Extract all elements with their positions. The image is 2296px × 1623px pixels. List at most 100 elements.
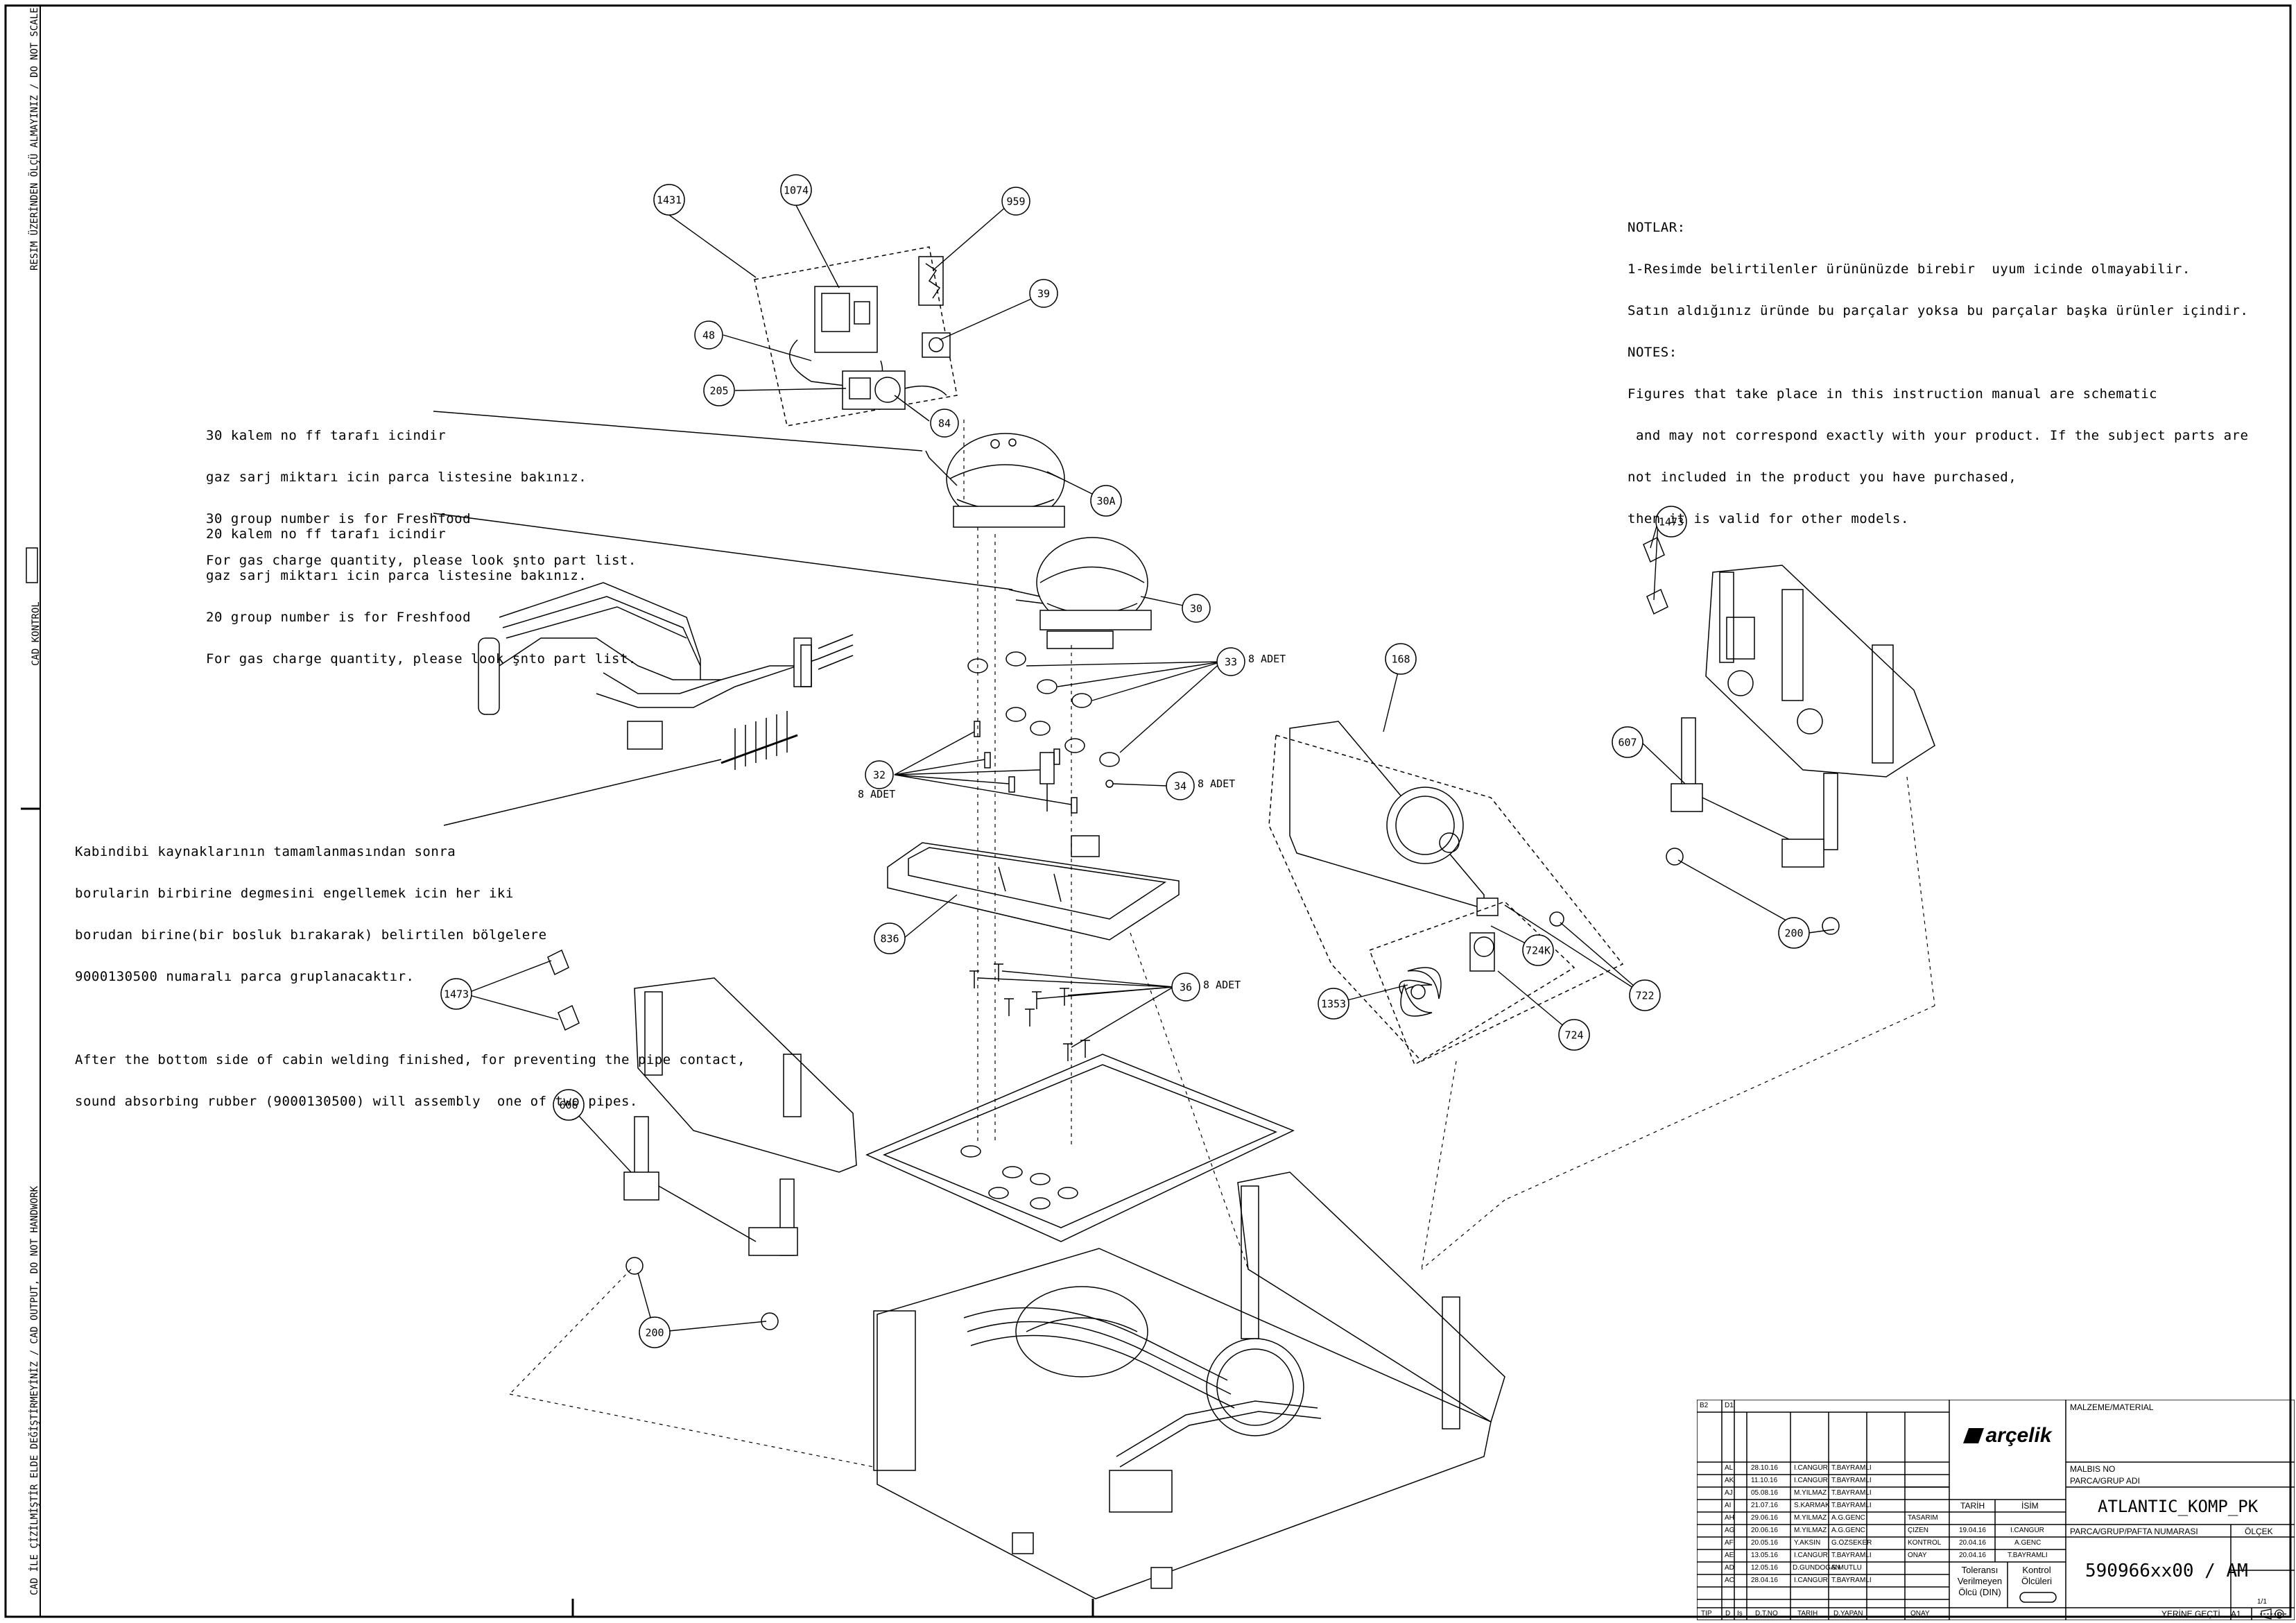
balloon-label: 724K bbox=[1526, 945, 1551, 957]
note-line: For gas charge quantity, please look şnt… bbox=[206, 651, 637, 667]
balloon-label: 30A bbox=[1096, 495, 1115, 508]
balloon-label: 84 bbox=[938, 418, 951, 430]
balloon-30a: 30A bbox=[1090, 485, 1122, 517]
part-group-name: ATLANTIC_KOMP_PK bbox=[2098, 1497, 2259, 1516]
rev-date: 21.07.16 bbox=[1751, 1502, 1778, 1509]
rev-date: 12.05.16 bbox=[1751, 1564, 1778, 1572]
footer-header-is: İş bbox=[1737, 1610, 1743, 1617]
balloon-30: 30 bbox=[1182, 594, 1211, 623]
balloon-200-left: 200 bbox=[639, 1316, 671, 1348]
sheet-size: A1 bbox=[2231, 1609, 2241, 1619]
rev-approved-by: T.BAYRAMLI bbox=[1831, 1477, 1872, 1484]
stage-date: 19.04.16 bbox=[1959, 1527, 1986, 1534]
sheet-code-b2: B2 bbox=[1700, 1402, 1709, 1409]
balloon-724k: 724K bbox=[1522, 934, 1554, 966]
note-line: 30 group number is for Freshfood bbox=[206, 511, 472, 526]
stage-person: T.BAYRAMLI bbox=[2008, 1552, 2048, 1559]
rev-drawn-by: İ.CANGÜR bbox=[1794, 1477, 1828, 1484]
rev-drawn-by: M.YILMAZ bbox=[1794, 1489, 1827, 1497]
balloon-leaders bbox=[464, 200, 1835, 1333]
balloon-label: 200 bbox=[645, 1327, 664, 1339]
balloon-label: 200 bbox=[1784, 927, 1803, 940]
balloon-label: 1473 bbox=[1659, 516, 1684, 529]
notes-line: Figures that take place in this instruct… bbox=[1628, 386, 2158, 402]
footer-header-dtno: D.T.NO bbox=[1755, 1610, 1778, 1617]
qty-label-32: 8 ADET bbox=[858, 788, 895, 800]
balloon-1353: 1353 bbox=[1318, 988, 1349, 1020]
control-line: Ölcüleri bbox=[2021, 1576, 2053, 1586]
quantity-labels: 8 ADET 8 ADET 8 ADET 8 ADET bbox=[858, 653, 1286, 991]
rev-date: 05.08.16 bbox=[1751, 1489, 1778, 1497]
rev-drawn-by: İ.CANGÜR bbox=[1794, 1552, 1828, 1559]
balloon-label: 722 bbox=[1635, 990, 1654, 1002]
electrical-box-group bbox=[754, 246, 958, 427]
note-line: For gas charge quantity, please look şnt… bbox=[206, 553, 637, 568]
rev-code: AF bbox=[1725, 1539, 1734, 1547]
stage-name: KONTROL bbox=[1908, 1539, 1942, 1547]
notes-line: Satın aldığınız üründe bu parçalar yoksa… bbox=[1628, 303, 2249, 318]
rev-date: 28.10.16 bbox=[1751, 1464, 1778, 1472]
rev-code: AK bbox=[1725, 1477, 1734, 1484]
rev-code: AG bbox=[1725, 1527, 1735, 1534]
balloon-39: 39 bbox=[1029, 279, 1058, 308]
sheet-label: YERİNE GEÇTİ bbox=[2161, 1609, 2220, 1619]
balloon-205: 205 bbox=[703, 375, 735, 406]
compressor-20-note: 20 kalem no ff tarafı icindir gaz sarj m… bbox=[206, 499, 637, 680]
complete-assembly bbox=[873, 1171, 1505, 1599]
sheet-code-d1: D1 bbox=[1725, 1402, 1734, 1409]
balloon-label: 1473 bbox=[444, 988, 469, 1001]
footer-header-onay: ONAY bbox=[1910, 1610, 1930, 1617]
tolerance-line: Toleransı bbox=[1961, 1565, 1999, 1575]
rev-code: AH bbox=[1725, 1514, 1734, 1522]
stage-person: A.GENC bbox=[2014, 1539, 2042, 1547]
note-line: 20 kalem no ff tarafı icindir bbox=[206, 526, 447, 542]
balloon-48: 48 bbox=[694, 320, 723, 350]
rev-code: AD bbox=[1725, 1564, 1734, 1572]
qty-label-34: 8 ADET bbox=[1198, 778, 1235, 790]
part-group-label: PARCA/GRUP ADI bbox=[2070, 1476, 2140, 1486]
rev-drawn-by: Y.AKSIN bbox=[1794, 1539, 1821, 1547]
rev-approved-by: T.BAYRAMLI bbox=[1831, 1552, 1872, 1559]
note-line: sound absorbing rubber (9000130500) will… bbox=[75, 1094, 638, 1109]
scale-value: 1/1 bbox=[2257, 1598, 2267, 1606]
footer-header-tip: TIP bbox=[1701, 1610, 1712, 1617]
rev-drawn-by: S.KARMAK bbox=[1794, 1502, 1830, 1509]
notes-line: not included in the product you have pur… bbox=[1628, 470, 2017, 485]
general-notes: NOTLAR: 1-Resimde belirtilenler ürününüz… bbox=[1628, 193, 2248, 540]
supplier-label: MALBIS NO bbox=[2070, 1464, 2116, 1474]
balloon-168: 168 bbox=[1385, 643, 1417, 675]
balloon-label: 205 bbox=[709, 385, 728, 397]
balloon-32: 32 bbox=[865, 760, 894, 789]
part-number: 590966xx00 / AM bbox=[2085, 1561, 2248, 1581]
stage-date: 20.04.16 bbox=[1959, 1552, 1986, 1559]
rev-approved-by: A.G.GENC bbox=[1831, 1527, 1865, 1534]
balloon-label: 1074 bbox=[784, 184, 809, 197]
spacer-set-32 bbox=[974, 721, 1114, 814]
left-panel-assembly bbox=[547, 949, 857, 1330]
balloon-33: 33 bbox=[1216, 647, 1245, 676]
rev-date: 20.06.16 bbox=[1751, 1527, 1778, 1534]
rev-approved-by: S.MUTLU bbox=[1831, 1564, 1862, 1572]
rev-date: 13.05.16 bbox=[1751, 1552, 1778, 1559]
stage-header-date: TARİH bbox=[1960, 1501, 1985, 1511]
rev-drawn-by: D.GUNDOGAN bbox=[1793, 1564, 1840, 1572]
fan-bracket-168 bbox=[1268, 721, 1624, 1062]
tolerance-line: Ölcü (DIN) bbox=[1958, 1587, 2001, 1597]
balloon-label: 606 bbox=[559, 1099, 578, 1112]
rev-code: AJ bbox=[1725, 1489, 1733, 1497]
compressor-tray-836 bbox=[887, 835, 1180, 941]
rev-code: AL bbox=[1725, 1464, 1734, 1472]
note-line: borularin birbirine degmesini engellemek… bbox=[75, 886, 514, 901]
notes-line: 1-Resimde belirtilenler ürününüzde bireb… bbox=[1628, 261, 2191, 277]
note-line: borudan birine(bir bosluk bırakarak) bel… bbox=[75, 927, 547, 943]
balloon-606: 606 bbox=[553, 1089, 585, 1121]
rev-drawn-by: M.YILMAZ bbox=[1794, 1527, 1827, 1534]
title-block: B2 D1 AL 28.10.16 İ.CANGÜR T.BAYRAMLI AK… bbox=[1697, 1400, 2295, 1620]
balloon-836: 836 bbox=[874, 922, 906, 954]
stage-name: TASARIM bbox=[1908, 1514, 1938, 1522]
balloon-label: 48 bbox=[702, 329, 715, 342]
balloon-1473-right: 1473 bbox=[1655, 506, 1687, 538]
drawing-frame bbox=[4, 4, 2292, 1618]
scale-label: ÖLÇEK bbox=[2245, 1527, 2273, 1536]
